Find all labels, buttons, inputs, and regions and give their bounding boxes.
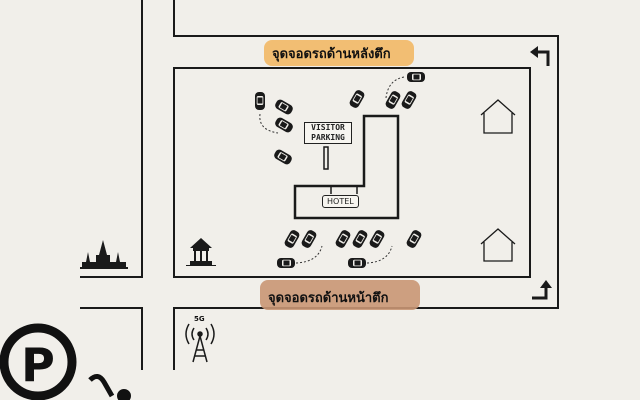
hotel-sign: HOTEL bbox=[322, 195, 359, 208]
turn-left-arrow-icon bbox=[530, 46, 550, 66]
front-parking-label: จุดจอดรถด้านหน้าตึก bbox=[268, 291, 389, 306]
car-icon bbox=[277, 258, 295, 268]
parked-cars bbox=[255, 72, 425, 268]
svg-text:P: P bbox=[21, 338, 55, 392]
back-parking-label: จุดจอดรถด้านหลังตึก bbox=[272, 47, 391, 62]
visitor-sign-line: PARKING bbox=[311, 133, 345, 142]
house-icon bbox=[480, 228, 516, 262]
car-icon bbox=[273, 98, 295, 116]
pavilion-icon bbox=[186, 238, 216, 266]
car-icon bbox=[273, 116, 295, 134]
sign-post bbox=[323, 146, 329, 170]
cell-tower-icon bbox=[185, 323, 215, 363]
visitor-parking-sign: VISITOR PARKING bbox=[304, 122, 352, 144]
car-icon bbox=[407, 72, 425, 82]
car-icon bbox=[368, 228, 386, 250]
block-edge bbox=[80, 0, 143, 278]
car-icon bbox=[272, 148, 294, 166]
parking-icon: P bbox=[0, 323, 131, 400]
house-icon bbox=[480, 99, 516, 134]
block-edge bbox=[80, 307, 143, 370]
car-icon bbox=[255, 92, 265, 110]
roads bbox=[80, 0, 559, 370]
hotel-building bbox=[293, 114, 400, 220]
hotel-block bbox=[173, 67, 531, 278]
block-edge bbox=[173, 0, 559, 370]
back-label-highlight bbox=[264, 40, 414, 66]
car-icon bbox=[334, 228, 352, 250]
car-icon bbox=[348, 258, 366, 268]
hotel-sign-posts bbox=[330, 186, 358, 194]
tower-label: 5G bbox=[194, 315, 205, 323]
turn-right-arrow-icon bbox=[532, 280, 552, 300]
car-paths bbox=[259, 76, 405, 264]
car-icon bbox=[283, 228, 301, 250]
car-icon bbox=[300, 228, 318, 250]
temple-icon bbox=[80, 240, 128, 269]
car-icon bbox=[351, 228, 369, 250]
car-icon bbox=[405, 228, 423, 250]
front-label-highlight bbox=[260, 280, 420, 310]
visitor-sign-line: VISITOR bbox=[311, 123, 345, 132]
car-icon bbox=[400, 89, 418, 111]
car-icon bbox=[348, 88, 366, 110]
